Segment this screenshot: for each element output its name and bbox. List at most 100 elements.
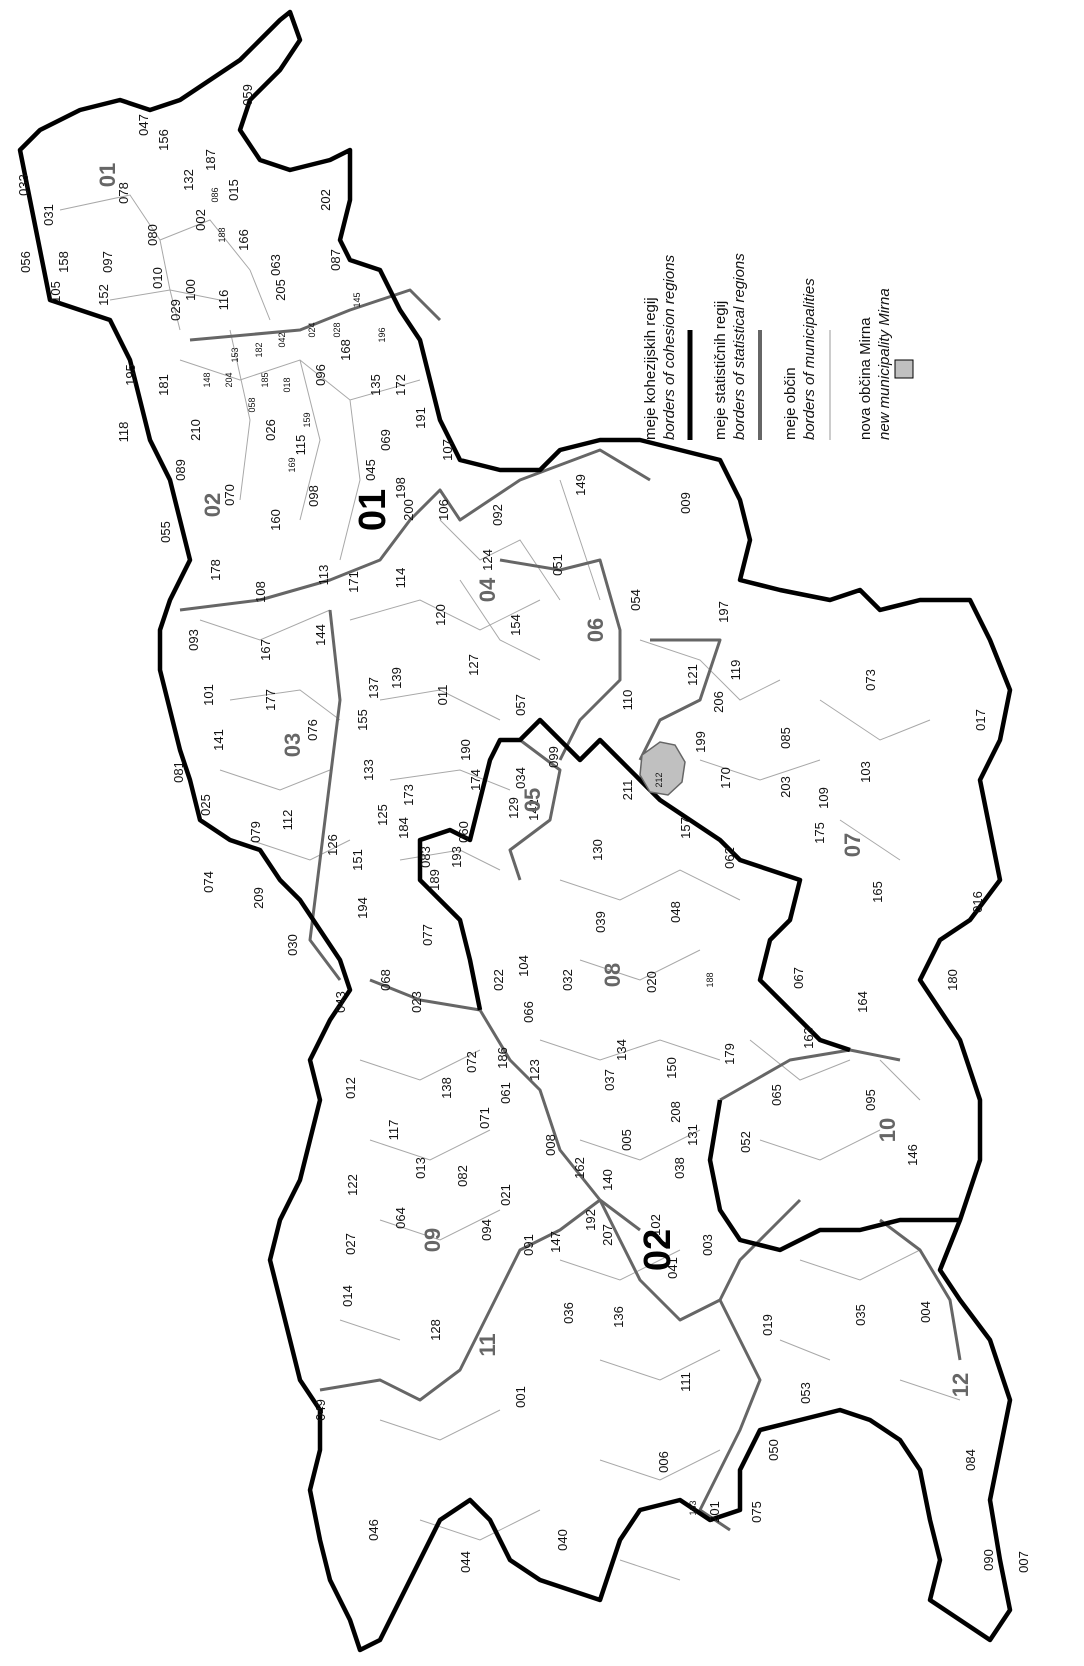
municipality-label: 024 (307, 322, 317, 337)
municipality-label: 080 (145, 224, 160, 246)
municipality-label: 085 (778, 727, 793, 749)
municipality-label: 139 (389, 667, 404, 689)
municipality-label: 062 (722, 847, 737, 869)
municipality-label: 108 (253, 581, 268, 603)
municipality-label: 103 (858, 761, 873, 783)
statistical-region-label: 07 (840, 833, 865, 857)
municipality-label: 072 (464, 1051, 479, 1073)
municipality-label: 160 (268, 509, 283, 531)
statistical-region-label: 10 (875, 1118, 900, 1142)
municipality-label: 212 (654, 772, 664, 787)
municipality-label: 066 (521, 1001, 536, 1023)
municipality-label: 117 (386, 1120, 401, 1141)
municipality-label: 007 (1016, 1551, 1031, 1573)
municipality-label: 043 (333, 991, 348, 1013)
municipality-label: 048 (668, 901, 683, 923)
municipality-label: 199 (693, 731, 708, 753)
municipality-label: 131 (685, 1124, 700, 1146)
municipality-label: 058 (247, 397, 257, 412)
municipality-label: 006 (656, 1451, 671, 1473)
municipality-label: 123 (527, 1059, 542, 1081)
municipality-label: 032 (560, 969, 575, 991)
municipality-label: 010 (150, 267, 165, 289)
municipality-label: 156 (156, 129, 171, 151)
municipality-label: 132 (181, 169, 196, 191)
municipality-label: 144 (313, 624, 328, 646)
municipality-label: 053 (798, 1382, 813, 1404)
municipality-label: 095 (863, 1089, 878, 1111)
municipality-label: 133 (361, 759, 376, 781)
municipality-label: 023 (409, 991, 424, 1013)
municipality-label: 141 (211, 729, 226, 751)
municipality-label: 188 (705, 972, 715, 987)
municipality-label: 192 (583, 1209, 598, 1231)
municipality-label: 115 (293, 435, 308, 456)
municipality-label: 166 (236, 229, 251, 251)
municipality-label: 026 (263, 419, 278, 441)
municipality-label: 070 (222, 484, 237, 506)
municipality-label: 196 (377, 327, 387, 342)
municipality-label: 177 (263, 689, 278, 711)
municipality-label: 163 (801, 1027, 816, 1049)
municipality-label: 030 (285, 934, 300, 956)
statistical-region-label: 12 (948, 1373, 973, 1397)
municipality-label: 047 (136, 114, 151, 136)
municipality-label: 083 (418, 846, 433, 868)
municipality-label: 146 (905, 1144, 920, 1166)
municipality-label: 092 (490, 504, 505, 526)
municipality-label: 020 (644, 971, 659, 993)
municipality-label: 187 (203, 149, 218, 171)
municipality-label: 014 (340, 1285, 355, 1307)
municipality-label: 147 (548, 1231, 563, 1253)
municipality-label: 031 (41, 204, 56, 226)
municipality-label: 171 (346, 571, 361, 593)
municipality-label: 195 (123, 364, 138, 386)
cohesion-region-label: 01 (352, 489, 394, 531)
legend-new-sl: nova občina Mirna (857, 317, 874, 440)
legend-new-en: new municipality Mirna (876, 288, 893, 440)
municipality-label: 151 (350, 849, 365, 871)
municipality-label: 068 (378, 969, 393, 991)
municipality-label: 210 (188, 419, 203, 441)
municipality-label: 042 (277, 332, 287, 347)
statistical-region-label: 06 (583, 618, 608, 642)
country-outline (17, 9, 1013, 1653)
municipality-label: 169 (287, 457, 297, 472)
municipality-label: 125 (375, 804, 390, 826)
municipality-label: 076 (305, 719, 320, 741)
municipality-label: 178 (208, 559, 223, 581)
municipality-label: 174 (468, 769, 483, 791)
municipality-label: 204 (224, 372, 234, 387)
municipality-label: 211 (620, 780, 635, 801)
municipality-label: 022 (491, 969, 506, 991)
municipality-label: 073 (863, 669, 878, 691)
municipality-label: 109 (816, 787, 831, 809)
municipality-label: 040 (555, 1529, 570, 1551)
municipality-label: 209 (251, 887, 266, 909)
municipality-label: 101 (201, 684, 216, 706)
municipality-label: 091 (521, 1234, 536, 1256)
municipality-label: 071 (477, 1107, 492, 1129)
municipality-label: 168 (338, 339, 353, 361)
municipality-label: 197 (716, 601, 731, 623)
cohesion-inner-border (417, 717, 851, 1053)
cohesion-region-label: 02 (637, 1229, 679, 1271)
municipality-label: 067 (791, 967, 806, 989)
municipality-label: 055 (158, 521, 173, 543)
municipality-label: 094 (479, 1219, 494, 1241)
municipality-label: 189 (427, 869, 442, 891)
municipality-label: 127 (466, 654, 481, 676)
municipality-label: 162 (572, 1157, 587, 1179)
municipality-label: 145 (352, 292, 362, 307)
legend-statistical-sl: meje statističnih regij (712, 301, 729, 440)
municipality-label: 116 (216, 290, 231, 311)
municipality-label: 081 (171, 761, 186, 783)
municipality-label: 059 (240, 84, 255, 106)
municipality-label: 041 (665, 1257, 680, 1279)
mirna-municipality (639, 741, 686, 796)
municipality-label: 045 (363, 459, 378, 481)
municipality-label: 079 (248, 821, 263, 843)
municipality-label: 063 (268, 254, 283, 276)
municipality-label: 029 (168, 299, 183, 321)
